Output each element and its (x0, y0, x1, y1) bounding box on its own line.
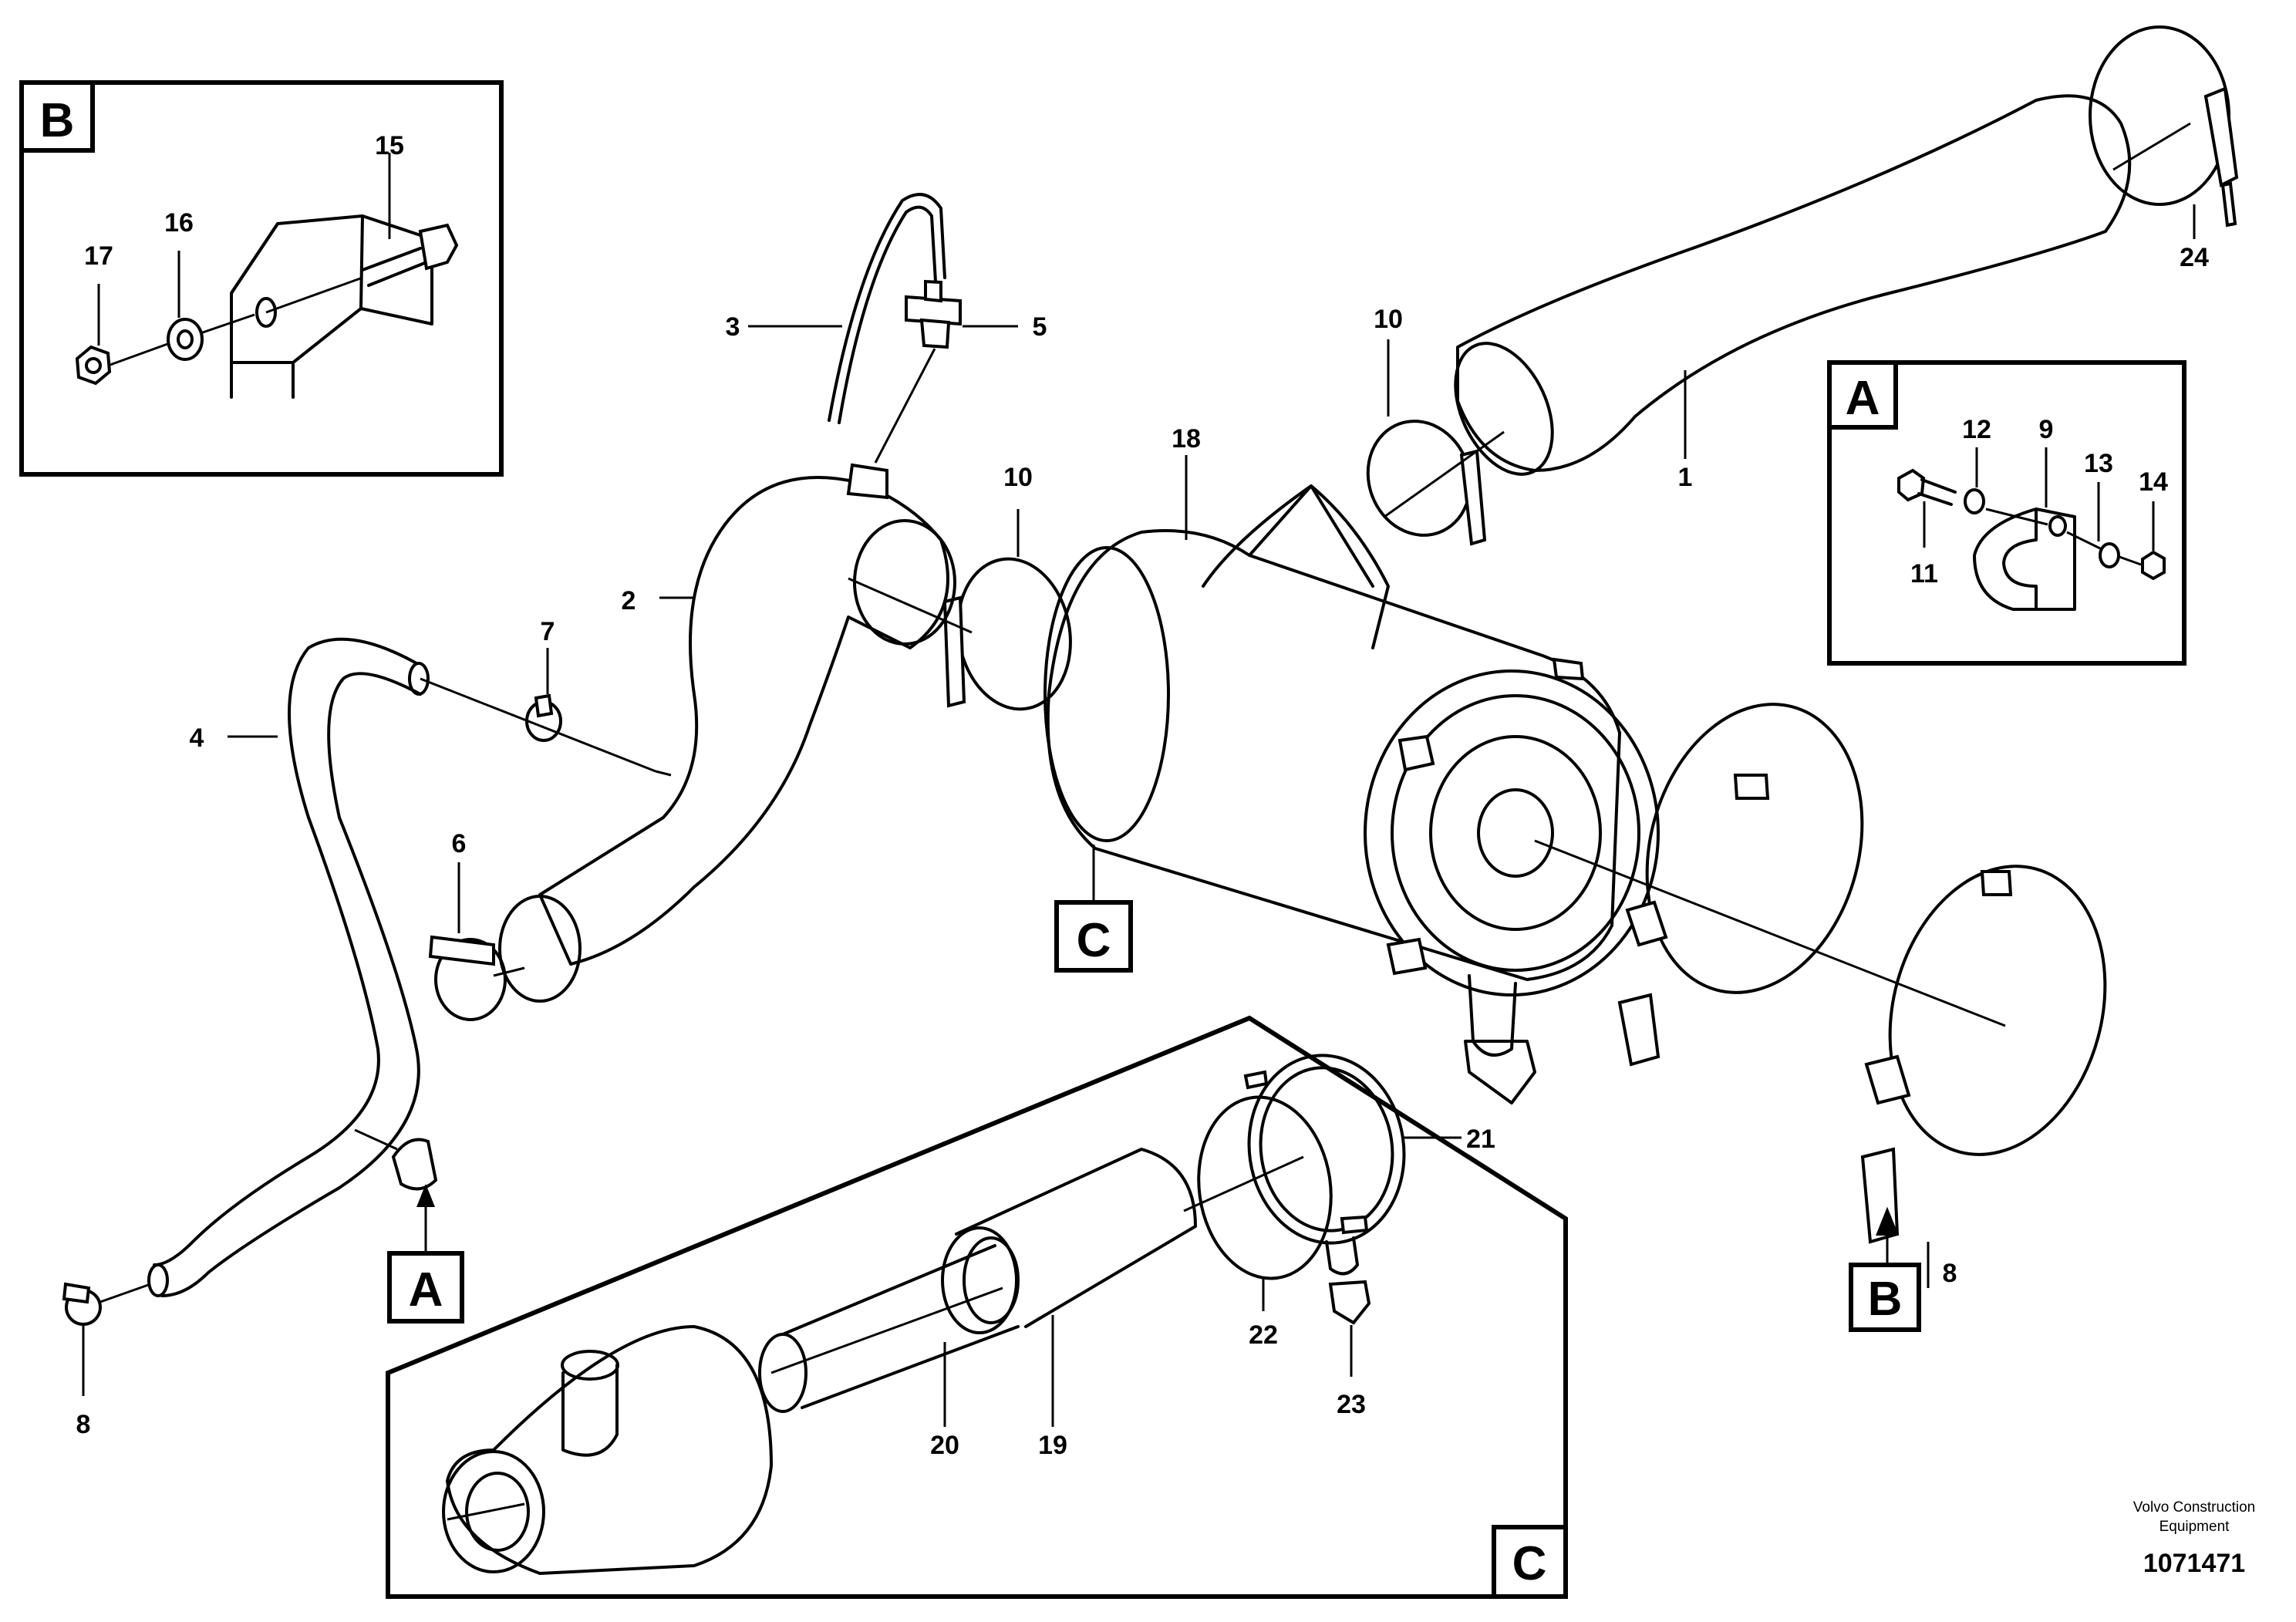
hose-clamp-24: 24 (2089, 25, 2239, 272)
bolt-11 (1897, 468, 1957, 506)
filter-housing (442, 1325, 773, 1575)
nut-14 (2141, 550, 2166, 581)
safety-filter-20: 20 (758, 1244, 1020, 1460)
detail-box-b-tag: B (40, 94, 75, 147)
company-name-line1: Volvo Construction (2133, 1499, 2255, 1516)
washer-13 (2099, 542, 2120, 568)
company-name-line2: Equipment (2159, 1519, 2230, 1535)
detail-box-a: A 11 12 9 13 14 (1827, 360, 2186, 666)
p-clamp-on-hose (354, 1128, 438, 1191)
mounting-band-upper (1617, 703, 1864, 1067)
primary-filter-19: 19 (941, 1148, 1197, 1460)
callout-24: 24 (2180, 243, 2209, 272)
reference-tag-b: B (1849, 1206, 1921, 1332)
bracket-plate (230, 214, 433, 399)
callout-11: 11 (1910, 559, 1938, 588)
callout-17: 17 (84, 241, 113, 271)
restriction-indicator-5: 5 (874, 279, 1047, 464)
air-cleaner-18: 18 (1043, 424, 1660, 1104)
washer-12 (1964, 488, 1985, 514)
hose-2: 2 (498, 463, 973, 1003)
footer-credit: Volvo Construction Equipment 1071471 (2133, 1499, 2255, 1578)
callout-22: 22 (1249, 1320, 1278, 1350)
reference-tag-a: A (387, 1184, 464, 1324)
callout-13: 13 (2084, 449, 2113, 478)
callout-23: 23 (1337, 1390, 1366, 1419)
callout-7: 7 (541, 617, 555, 646)
document-number: 1071471 (2143, 1549, 2245, 1578)
callout-10-right: 10 (1374, 305, 1403, 334)
callout-8-left: 8 (76, 1410, 91, 1439)
drain-valve-23: 23 (1325, 1236, 1371, 1419)
bolt-15 (265, 223, 459, 314)
detail-box-a-tag: A (1846, 372, 1880, 425)
callout-21: 21 (1466, 1125, 1495, 1154)
mounting-band-lower: 8 (1534, 839, 2107, 1288)
hose-clamp-6: 6 (428, 829, 525, 1021)
callout-16: 16 (164, 208, 194, 238)
hose-clamp-8-left: 8 (62, 1282, 151, 1439)
seal-ring-22: 22 (1183, 1095, 1333, 1350)
hose-clamp-10-left: 10 (942, 463, 1072, 711)
callout-3: 3 (726, 312, 740, 342)
callout-4: 4 (190, 723, 204, 753)
p-clamp-9 (1973, 508, 2076, 611)
callout-12: 12 (1962, 415, 1991, 444)
callout-1: 1 (1678, 463, 1693, 492)
detail-box-b: B 15 16 (19, 80, 504, 477)
callout-8-right: 8 (1943, 1259, 1957, 1288)
detail-box-c: C 20 19 (386, 1015, 1568, 1599)
callout-18: 18 (1172, 424, 1201, 454)
callout-14: 14 (2139, 467, 2168, 497)
reference-tag-a-label: A (409, 1263, 443, 1317)
hose-clamp-10-right: 10 (1366, 305, 1505, 546)
reference-tag-b-label: B (1868, 1273, 1903, 1326)
nut-17 (75, 345, 112, 386)
washer-16 (167, 318, 204, 361)
hose-4: 4 (147, 637, 672, 1297)
intake-hose-1: 1 (1454, 94, 2132, 492)
callout-15: 15 (375, 131, 404, 160)
filter-cover-21: 21 (1243, 1054, 1495, 1245)
callout-19: 19 (1038, 1431, 1067, 1460)
callout-6: 6 (452, 829, 467, 858)
callout-2: 2 (622, 586, 636, 615)
detail-box-c-tag: C (1512, 1537, 1547, 1590)
callout-20: 20 (930, 1431, 959, 1460)
callout-10-left: 10 (1003, 463, 1033, 492)
reference-tag-c-label: C (1077, 914, 1111, 967)
callout-9: 9 (2039, 415, 2054, 444)
reference-tag-c: C (1054, 845, 1133, 973)
sensor-tube-3: 3 (726, 193, 946, 424)
callout-5: 5 (1033, 312, 1047, 342)
